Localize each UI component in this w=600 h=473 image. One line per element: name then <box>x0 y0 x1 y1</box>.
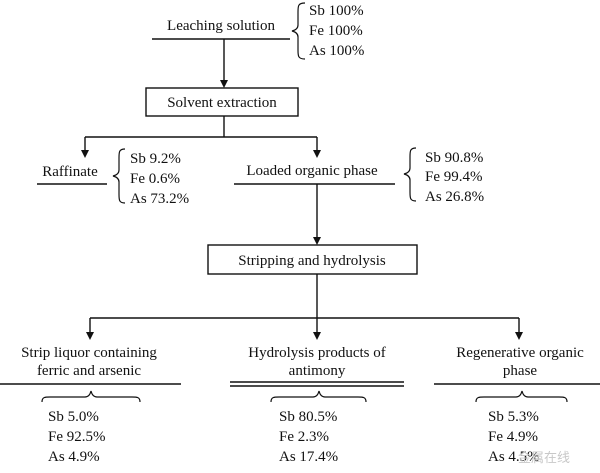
regenerative-value-fe: Fe 4.9% <box>488 429 538 445</box>
node-solvent-extraction: Solvent extraction <box>145 87 299 117</box>
raffinate-label: Raffinate <box>42 164 98 180</box>
node-hydrolysis-products: Hydrolysis products of antimony Sb 80.5%… <box>230 345 404 465</box>
node-regenerative-organic-phase: Regenerative organic phase Sb 5.3% Fe 4.… <box>434 345 600 465</box>
split-extraction <box>81 116 321 158</box>
regenerative-brace <box>475 390 568 403</box>
regenerative-label-line2: phase <box>503 363 537 379</box>
solvent-extraction-box <box>145 87 299 117</box>
node-loaded-organic-phase: Loaded organic phase Sb 90.8% Fe 99.4% A… <box>234 147 484 205</box>
raffinate-value-sb: Sb 9.2% <box>130 151 181 167</box>
loaded-organic-label: Loaded organic phase <box>246 163 378 179</box>
loaded-value-as: As 26.8% <box>425 189 484 205</box>
leaching-brace <box>291 2 306 60</box>
leaching-value-as: As 100% <box>309 43 364 59</box>
loaded-organic-brace <box>403 147 417 202</box>
leaching-solution-label: Leaching solution <box>167 18 275 34</box>
leaching-value-sb: Sb 100% <box>309 3 364 19</box>
raffinate-value-fe: Fe 0.6% <box>130 171 180 187</box>
strip-liquor-label-line1: Strip liquor containing <box>21 345 157 361</box>
hydrolysis-label-line2: antimony <box>289 363 346 379</box>
hydrolysis-value-fe: Fe 2.3% <box>279 429 329 445</box>
strip-liquor-value-as: As 4.9% <box>48 449 100 465</box>
node-leaching-solution: Leaching solution Sb 100% Fe 100% As 100… <box>152 2 364 60</box>
raffinate-value-as: As 73.2% <box>130 191 189 207</box>
split-stripping <box>86 274 523 340</box>
hydrolysis-brace <box>270 390 367 403</box>
regenerative-value-as: As 4.5% <box>488 449 540 465</box>
solvent-extraction-label: Solvent extraction <box>167 95 277 111</box>
regenerative-value-sb: Sb 5.3% <box>488 409 539 425</box>
raffinate-brace <box>112 148 126 204</box>
arrow-leaching-to-extraction <box>220 39 228 88</box>
loaded-value-fe: Fe 99.4% <box>425 169 483 185</box>
leaching-value-fe: Fe 100% <box>309 23 363 39</box>
watermark-text: 金属在线 <box>518 450 570 466</box>
stripping-hydrolysis-box <box>207 244 418 275</box>
node-raffinate: Raffinate Sb 9.2% Fe 0.6% As 73.2% <box>37 148 189 207</box>
node-strip-liquor: Strip liquor containing ferric and arsen… <box>0 345 181 465</box>
strip-liquor-label-line2: ferric and arsenic <box>37 363 141 379</box>
stripping-hydrolysis-label: Stripping and hydrolysis <box>238 253 386 269</box>
strip-liquor-value-fe: Fe 92.5% <box>48 429 106 445</box>
hydrolysis-value-as: As 17.4% <box>279 449 338 465</box>
strip-liquor-value-sb: Sb 5.0% <box>48 409 99 425</box>
arrow-loaded-to-stripping <box>313 184 321 245</box>
hydrolysis-label-line1: Hydrolysis products of <box>248 345 386 361</box>
loaded-value-sb: Sb 90.8% <box>425 150 483 166</box>
hydrolysis-value-sb: Sb 80.5% <box>279 409 337 425</box>
regenerative-label-line1: Regenerative organic <box>456 345 584 361</box>
strip-liquor-brace <box>41 390 141 403</box>
node-stripping-hydrolysis: Stripping and hydrolysis <box>207 244 418 275</box>
